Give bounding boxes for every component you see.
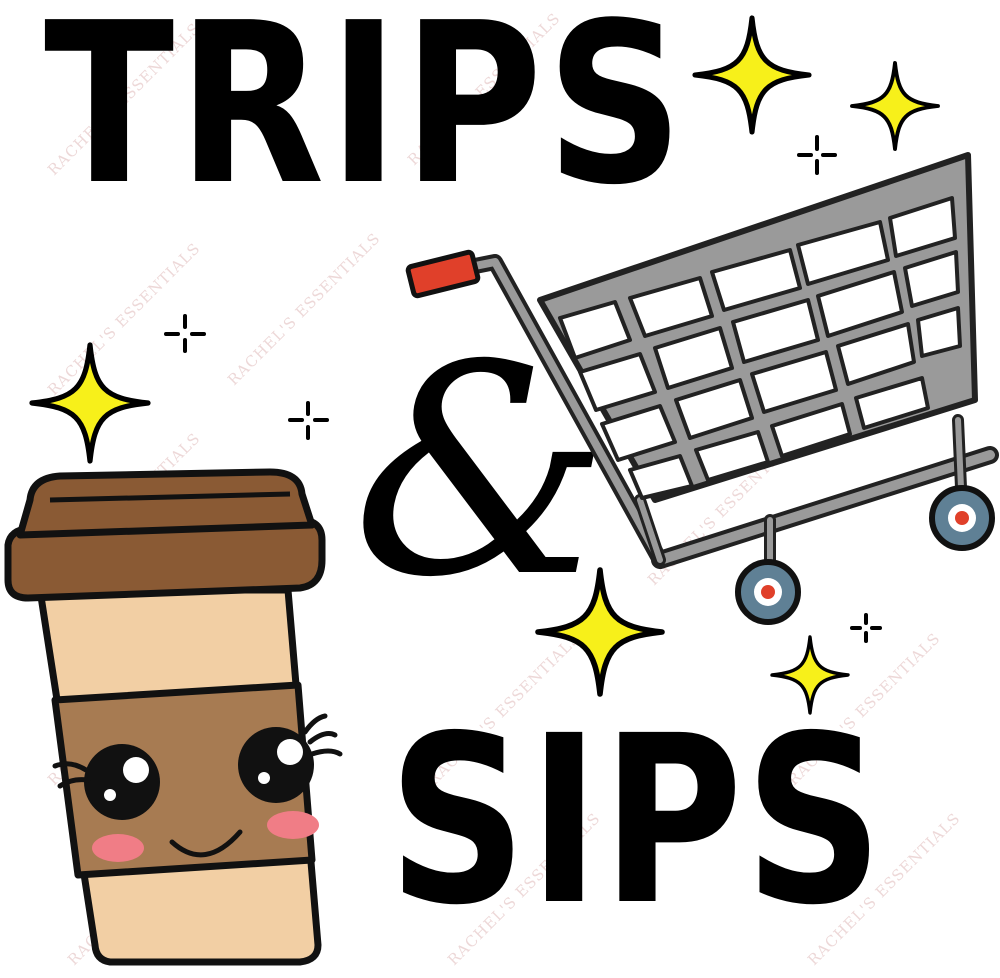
title-sips: SIPS bbox=[388, 686, 885, 956]
sparkle-icon bbox=[797, 135, 837, 175]
title-trips: TRIPS bbox=[44, 0, 687, 234]
cart-wheel bbox=[735, 559, 801, 625]
cup-face bbox=[52, 713, 343, 862]
sparkle-icon bbox=[288, 401, 329, 440]
sparkle-icon bbox=[164, 314, 206, 353]
cart-wheel bbox=[929, 485, 995, 551]
sparkle-icon bbox=[850, 613, 882, 643]
